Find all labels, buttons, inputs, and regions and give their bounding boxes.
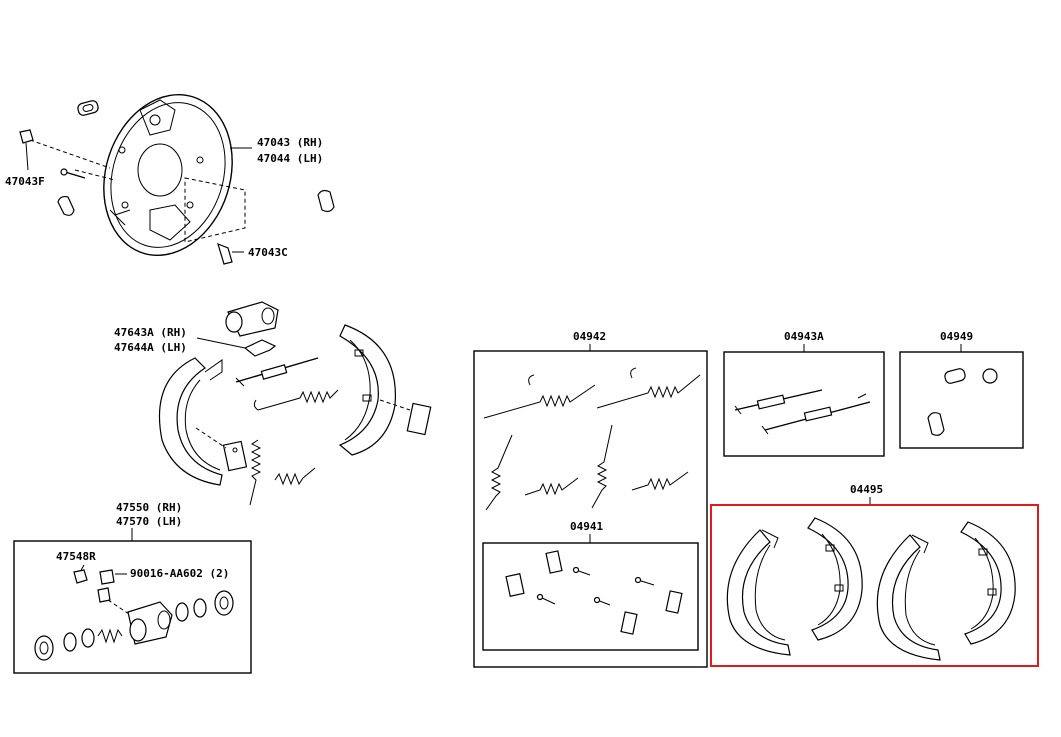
label-90016-aa602: 90016-AA602 (2) (130, 567, 229, 580)
kit-04495-group: 04495 (710, 483, 1039, 667)
bolt-bottom-drawing[interactable] (217, 242, 244, 265)
plug-top-drawing[interactable] (77, 100, 99, 117)
kit-04949-group: 04949 (899, 330, 1024, 449)
spring-upper-drawing[interactable] (253, 389, 339, 411)
kit-04942-springs-drawing[interactable] (483, 367, 701, 511)
screw-drawing[interactable] (97, 569, 115, 603)
label-47043-rh: 47043 (RH) (257, 136, 323, 149)
spring-lower-drawing[interactable] (274, 467, 316, 486)
brake-shoe-right-drawing[interactable] (338, 324, 397, 456)
kit-04942-frame (473, 350, 708, 668)
bleeder-drawing[interactable] (73, 569, 88, 584)
label-04943a: 04943A (784, 330, 824, 343)
spring-vertical-drawing[interactable] (249, 439, 262, 506)
kit-04943a-frame (723, 351, 885, 457)
backing-plate-drawing[interactable] (84, 78, 253, 272)
wheel-cylinder-kit-group: 47550 (RH) 47570 (LH) 47548R 90016-AA602… (13, 501, 252, 674)
label-04942: 04942 (573, 330, 606, 343)
wheel-cylinder-kit-frame (13, 540, 252, 674)
kit-04495-highlight-frame[interactable] (710, 504, 1039, 667)
kit-04942-group: 04942 04941 (473, 330, 708, 668)
bolt-small-drawing[interactable] (60, 168, 86, 179)
label-47043c: 47043C (248, 246, 288, 259)
kit-04949-plugs-drawing[interactable] (927, 368, 998, 436)
label-04495: 04495 (850, 483, 883, 496)
kit-04941-frame (482, 542, 699, 651)
adjuster-drawing[interactable] (235, 357, 319, 387)
cylinder-parts-right-drawing[interactable] (175, 590, 234, 622)
label-47643a-rh: 47643A (RH) (114, 326, 187, 339)
wheel-cylinder-drawing[interactable] (225, 301, 279, 337)
label-47644a-lh: 47644A (LH) (114, 341, 187, 354)
parking-lever-drawing[interactable] (196, 337, 277, 357)
brake-assembly-group: 47643A (RH) 47644A (LH) (114, 301, 432, 506)
kit-04943a-adjusters-drawing[interactable] (734, 389, 871, 435)
cylinder-parts-left-drawing[interactable] (34, 628, 123, 661)
kit-04941-pins-drawing[interactable] (505, 550, 683, 635)
kit-04943a-group: 04943A (723, 330, 885, 457)
label-47043f: 47043F (5, 175, 45, 188)
label-47550-rh: 47550 (RH) (116, 501, 182, 514)
backing-plate-group: 47043 (RH) 47044 (LH) 47043F 47043C (5, 78, 335, 272)
kit-04949-frame (899, 351, 1024, 449)
anchor-plate-drawing[interactable] (406, 402, 432, 436)
brake-shoe-set-drawing[interactable] (726, 517, 1016, 661)
cylinder-body-drawing[interactable] (127, 601, 173, 645)
label-47044-lh: 47044 (LH) (257, 152, 323, 165)
label-04941: 04941 (570, 520, 603, 533)
plug-left-drawing[interactable] (57, 195, 75, 216)
clip-drawing[interactable] (222, 440, 248, 472)
label-04949: 04949 (940, 330, 973, 343)
label-47570-lh: 47570 (LH) (116, 515, 182, 528)
brake-shoe-left-drawing[interactable] (158, 357, 223, 486)
label-47548r: 47548R (56, 550, 96, 563)
plug-right-drawing[interactable] (317, 189, 335, 213)
nut-left-drawing[interactable] (19, 129, 34, 171)
